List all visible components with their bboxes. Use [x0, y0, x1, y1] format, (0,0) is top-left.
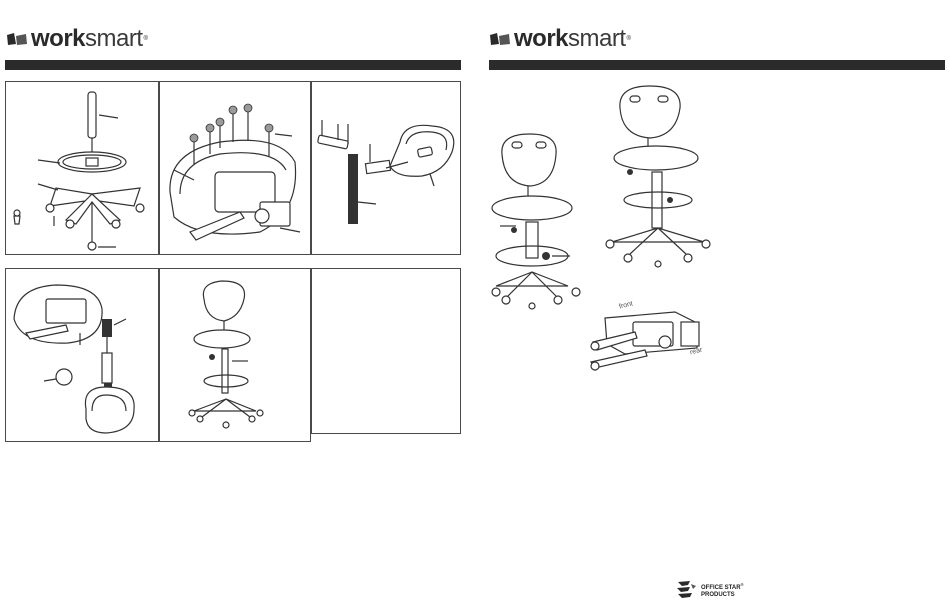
base-assembly-illustration	[6, 82, 158, 254]
assembled-chair-illustration	[160, 269, 310, 441]
step-5-panel	[159, 268, 311, 442]
mechanism-detail: front rear	[585, 298, 710, 374]
brand-name: OFFICE STAR®	[701, 581, 744, 592]
mechanism-underside-illustration	[585, 298, 710, 374]
work-smart-logo-icon	[6, 32, 28, 46]
office-star-brand: OFFICE STAR® PRODUCTS	[676, 580, 744, 600]
right-logo-wordmark: worksmart®	[514, 27, 630, 51]
step-3-panel	[311, 81, 461, 255]
back-bracket-illustration	[312, 82, 460, 254]
left-header-rule	[5, 60, 461, 70]
work-smart-logo-icon	[489, 32, 511, 46]
step-4-panel	[5, 268, 159, 442]
office-star-logo-icon	[676, 580, 698, 600]
left-logo: worksmart®	[6, 27, 147, 51]
task-chair-with-footring-illustration	[486, 126, 594, 310]
step-2-panel	[159, 81, 311, 255]
right-header-rule	[489, 60, 945, 70]
attach-back-illustration	[6, 269, 158, 441]
seat-mechanism-illustration	[160, 82, 310, 254]
drafting-stool-illustration	[600, 82, 720, 272]
right-logo: worksmart®	[489, 27, 630, 51]
step-1-panel	[5, 81, 159, 255]
brand-subtitle: PRODUCTS	[701, 592, 744, 599]
left-logo-wordmark: worksmart®	[31, 27, 147, 51]
notes-panel	[311, 268, 461, 434]
